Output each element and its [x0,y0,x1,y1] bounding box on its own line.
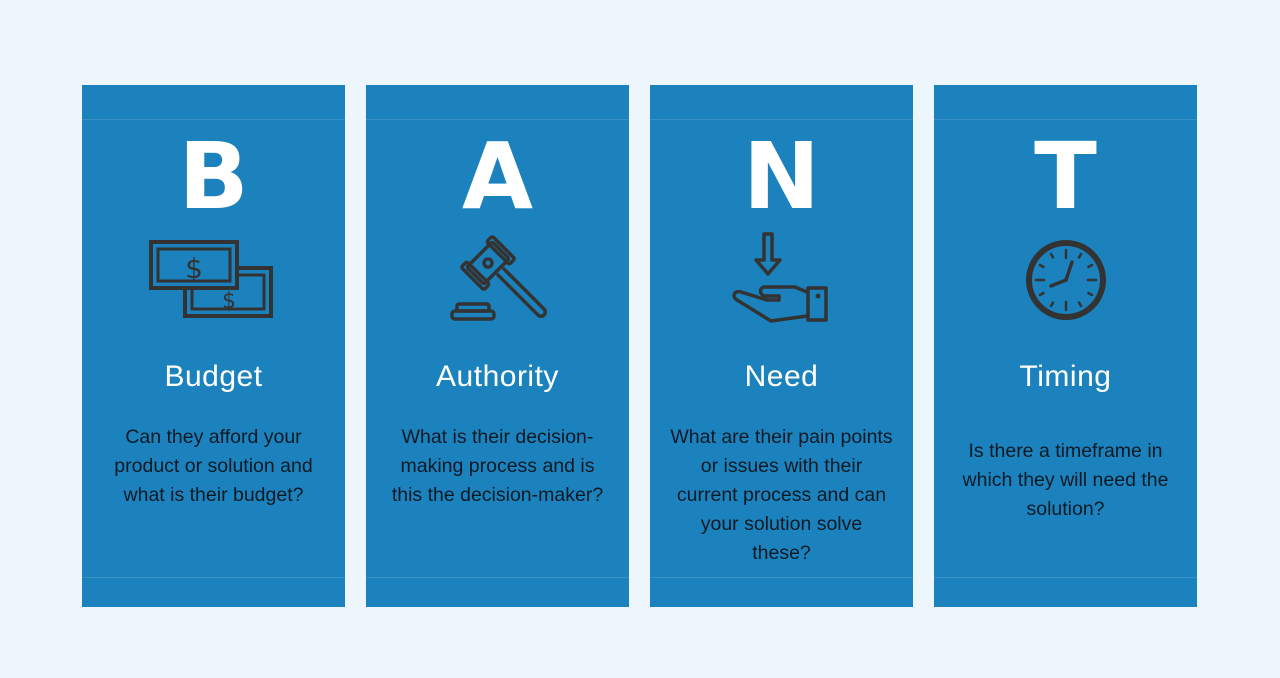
panel-title: Need [744,360,819,393]
divider [650,119,913,120]
panel-letter: T [1034,123,1097,230]
divider [934,577,1197,578]
panel-title: Timing [1019,360,1112,393]
panel-description: What is their decision-making process an… [391,426,604,506]
panel-title: Budget [164,360,263,393]
divider [650,577,913,578]
panel-authority: A Authority What is their decision-makin… [366,85,629,607]
panel-letter: B [178,123,249,230]
divider [366,577,629,578]
divider [366,119,629,120]
money-bills-icon: $ $ [82,230,345,330]
clock-icon [934,230,1197,330]
panel-title: Authority [436,360,559,393]
panel-description: What are their pain points or issues wit… [670,426,893,564]
gavel-icon [366,230,629,330]
panel-letter: N [743,123,820,230]
panel-letter: A [461,123,534,230]
panel-timing: T Timing Is there a timeframe in whic [934,85,1197,607]
panel-description: Can they afford your product or solution… [114,426,313,506]
divider [82,119,345,120]
panel-description: Is there a timeframe in which they will … [962,440,1169,520]
hand-receive-arrow-icon [650,230,913,330]
panel-budget: B $ $ Budget Can they afford your produc… [82,85,345,607]
svg-text:$: $ [222,289,236,314]
panel-need: N Need What are their pain points or iss… [650,85,913,607]
divider [934,119,1197,120]
svg-text:$: $ [185,252,203,285]
divider [82,577,345,578]
